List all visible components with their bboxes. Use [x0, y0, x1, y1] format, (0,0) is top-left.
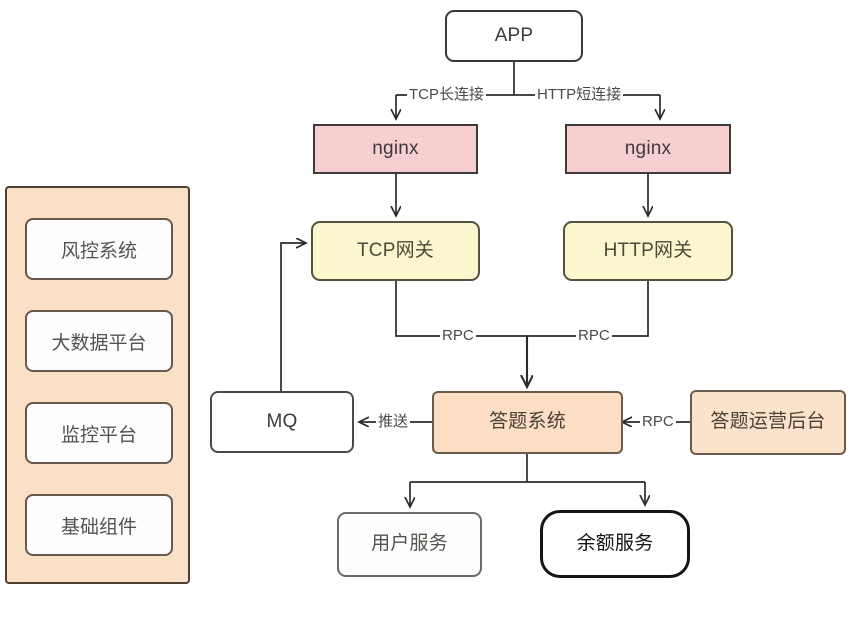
edge-label-tcp-long: TCP长连接 — [407, 86, 487, 103]
node-quiz-system-label: 答题系统 — [489, 411, 566, 433]
edge-label-text: RPC — [578, 327, 610, 344]
edge-label-push: 推送 — [376, 413, 411, 430]
edge-label-text: 推送 — [378, 413, 409, 430]
group-item-base-components[interactable]: 基础组件 — [25, 494, 173, 556]
node-gateway-tcp[interactable]: TCP网关 — [311, 221, 480, 281]
group-item-label: 基础组件 — [60, 516, 137, 538]
node-quiz-system[interactable]: 答题系统 — [432, 391, 623, 454]
group-item-label: 大数据平台 — [51, 332, 147, 354]
group-item-risk-control[interactable]: 风控系统 — [25, 218, 173, 280]
node-user-service-label: 用户服务 — [371, 533, 448, 555]
node-app-label: APP — [494, 24, 534, 46]
node-quiz-admin-label: 答题运营后台 — [710, 411, 826, 433]
node-gateway-http[interactable]: HTTP网关 — [563, 221, 733, 281]
edge-label-text: RPC — [442, 327, 474, 344]
edge-label-http-short: HTTP短连接 — [535, 86, 624, 103]
node-gateway-tcp-label: TCP网关 — [356, 239, 434, 261]
edge-mq-tcp-gateway — [280, 243, 305, 391]
edge-label-text: RPC — [642, 413, 674, 430]
node-app[interactable]: APP — [445, 10, 583, 62]
node-quiz-admin[interactable]: 答题运营后台 — [690, 390, 846, 455]
edge-label-text: HTTP短连接 — [537, 86, 622, 103]
node-nginx-http[interactable]: nginx — [565, 124, 731, 174]
group-item-label: 监控平台 — [60, 424, 137, 446]
edge-label-rpc-right: RPC — [576, 328, 612, 344]
node-nginx-tcp[interactable]: nginx — [313, 124, 478, 174]
edge-label-text: TCP长连接 — [409, 86, 485, 103]
node-balance-service-label: 余额服务 — [576, 532, 654, 554]
group-item-bigdata-platform[interactable]: 大数据平台 — [25, 310, 173, 372]
edge-label-rpc-admin: RPC — [640, 414, 676, 430]
node-balance-service[interactable]: 余额服务 — [540, 510, 690, 578]
node-nginx-http-label: nginx — [624, 137, 672, 159]
node-mq-label: MQ — [266, 410, 298, 432]
node-gateway-http-label: HTTP网关 — [603, 239, 693, 261]
group-item-label: 风控系统 — [60, 240, 137, 262]
node-user-service[interactable]: 用户服务 — [337, 512, 482, 577]
node-nginx-tcp-label: nginx — [372, 137, 419, 159]
edge-label-rpc-left: RPC — [440, 328, 476, 344]
node-mq[interactable]: MQ — [210, 391, 354, 453]
group-item-monitoring-platform[interactable]: 监控平台 — [25, 402, 173, 464]
